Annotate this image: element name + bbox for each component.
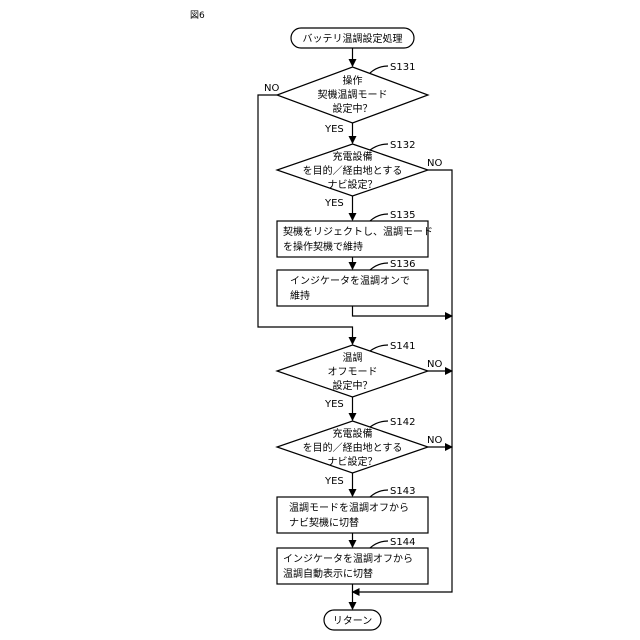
s131-line-1: 操作 (343, 74, 363, 87)
s141-yes-label: YES (324, 399, 344, 410)
process-s143: 温調モードを温調オフから ナビ契機に切替 (277, 497, 428, 533)
s131-no-label: NO (264, 83, 279, 94)
decision-s141: 温調 オフモード 設定中？ (277, 345, 428, 397)
s141-step-id: S141 (390, 341, 415, 352)
s142-step-id: S142 (390, 417, 415, 428)
s136-step-id: S136 (390, 259, 415, 270)
s131-step-id: S131 (390, 62, 415, 73)
step-leader (370, 345, 388, 351)
s135-step-id: S135 (390, 210, 415, 221)
s132-yes-label: YES (324, 198, 344, 209)
s132-no-label: NO (427, 158, 442, 169)
s144-line-2: 温調自動表示に切替 (283, 567, 373, 580)
step-leader (370, 263, 388, 270)
s132-line-2: を目的／経由地とする (303, 164, 403, 177)
s142-line-1: 充電設備 (333, 427, 373, 440)
s136-merge-path (353, 306, 453, 316)
s143-line-1: 温調モードを温調オフから (289, 501, 409, 514)
s131-line-3: 設定中？ (333, 102, 373, 115)
figure-label: 図6 (190, 10, 205, 21)
step-leader (370, 66, 388, 73)
s136-line-1: インジケータを温調オンで (290, 274, 410, 287)
s142-yes-label: YES (324, 476, 344, 487)
end-label: リターン (333, 615, 373, 627)
s135-line-2: を操作契機で維持 (283, 240, 363, 253)
s141-line-3: 設定中？ (333, 379, 373, 392)
s135-line-1: 契機をリジェクトし、温調モード (283, 225, 433, 238)
step-leader (370, 144, 388, 150)
s142-line-2: を目的／経由地とする (303, 441, 403, 454)
s142-no-label: NO (427, 435, 442, 446)
decision-s131: 操作 契機温調モード 設定中？ (277, 67, 428, 123)
s132-line-3: ナビ設定？ (328, 178, 378, 191)
s136-line-2: 維持 (290, 289, 310, 302)
start-terminal: バッテリ温調設定処理 (291, 28, 414, 48)
s141-line-1: 温調 (343, 351, 363, 364)
s132-step-id: S132 (390, 140, 415, 151)
s141-no-label: NO (427, 359, 442, 370)
s131-line-2: 契機温調モード (318, 88, 388, 101)
decision-s132: 充電設備 を目的／経由地とする ナビ設定？ (277, 144, 428, 196)
process-s136: インジケータを温調オンで 維持 (277, 270, 428, 306)
step-leader (370, 421, 388, 427)
s143-step-id: S143 (390, 486, 415, 497)
s144-step-id: S144 (390, 537, 415, 548)
s144-line-1: インジケータを温調オフから (283, 552, 413, 565)
s131-yes-label: YES (324, 124, 344, 135)
s142-line-3: ナビ設定？ (328, 455, 378, 468)
step-leader (370, 490, 388, 497)
process-s135: 契機をリジェクトし、温調モード を操作契機で維持 (277, 221, 433, 257)
s143-line-2: ナビ契機に切替 (289, 516, 359, 529)
end-terminal: リターン (324, 610, 381, 630)
step-leader (370, 541, 388, 548)
s141-line-2: オフモード (328, 366, 378, 378)
decision-s142: 充電設備 を目的／経由地とする ナビ設定？ (277, 421, 428, 473)
process-s144: インジケータを温調オフから 温調自動表示に切替 (277, 548, 428, 584)
start-label: バッテリ温調設定処理 (303, 32, 403, 45)
step-leader (370, 214, 388, 221)
s132-line-1: 充電設備 (333, 150, 373, 163)
